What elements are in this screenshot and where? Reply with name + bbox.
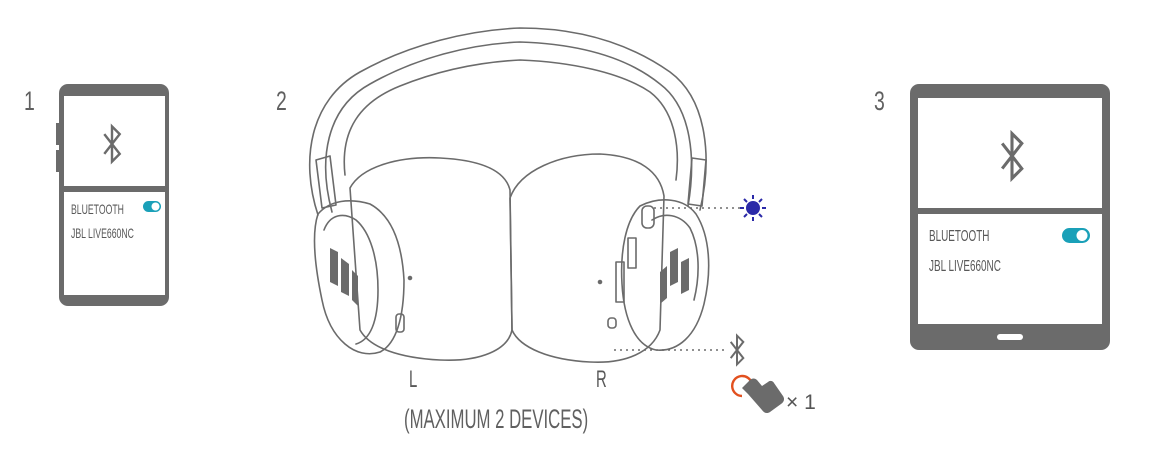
left-label: L	[409, 366, 418, 393]
step-number-1: 1	[24, 86, 35, 116]
headphones	[308, 27, 710, 363]
phone-toggle	[143, 201, 161, 212]
hand-press-icon	[731, 374, 785, 414]
right-label: R	[596, 366, 607, 393]
left-earcup	[313, 156, 513, 361]
phone-bluetooth-label: BLUETOOTH	[71, 201, 124, 217]
press-count: × 1	[786, 391, 816, 414]
tablet-toggle	[1062, 228, 1090, 243]
phone-device-name: JBL LIVE660NC	[71, 225, 134, 241]
tablet-bluetooth-label: BLUETOOTH	[929, 228, 990, 245]
step-number-2: 2	[276, 86, 287, 116]
bluetooth-icon	[729, 334, 745, 366]
tablet-device-name: JBL LIVE660NC	[929, 258, 1001, 275]
step-number-3: 3	[874, 86, 885, 116]
tablet	[910, 84, 1110, 350]
right-earcup	[509, 153, 710, 363]
phone	[56, 84, 169, 306]
led-flash-icon	[740, 195, 766, 221]
max-devices-note: (MAXIMUM 2 DEVICES)	[404, 404, 589, 434]
